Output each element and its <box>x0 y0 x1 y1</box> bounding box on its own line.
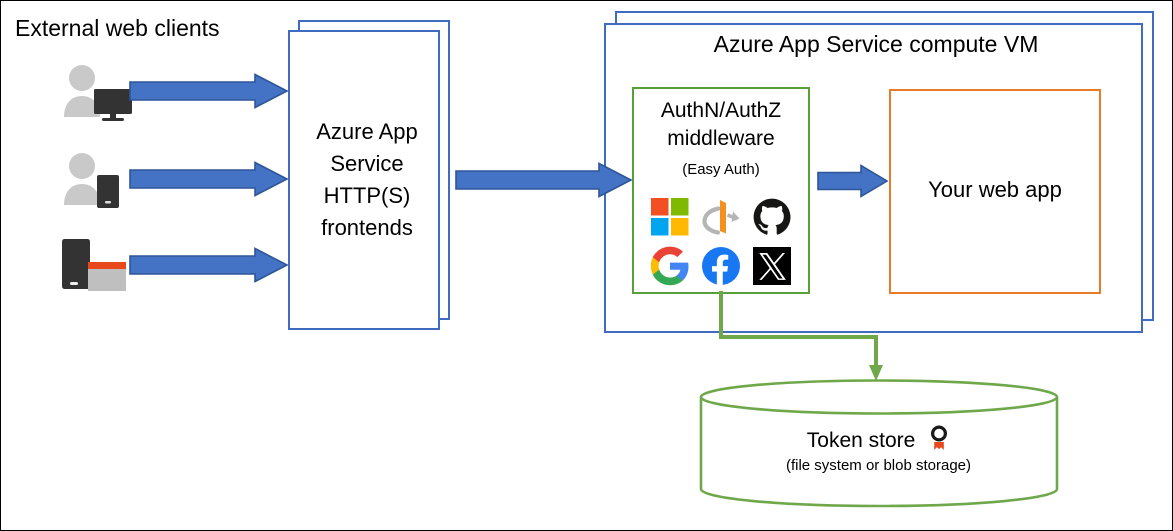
arrow-client-2-to-frontend <box>129 161 289 197</box>
arrow-middleware-to-webapp <box>817 164 889 198</box>
middleware-line-1: AuthN/AuthZ <box>660 99 782 122</box>
compute-vm-title: Azure App Service compute VM <box>713 31 1039 57</box>
token-store-cylinder <box>699 379 1059 508</box>
middleware-label: AuthN/AuthZ middleware <box>634 97 808 153</box>
app-service-frontends-box <box>288 30 440 330</box>
arrow-frontend-to-middleware <box>455 162 633 198</box>
award-badge-icon <box>931 425 948 450</box>
your-web-app-box <box>889 89 1101 294</box>
person-with-monitor-icon <box>64 65 132 121</box>
token-store-title: Token store <box>806 429 916 452</box>
frontend-line-1: Azure App <box>316 119 418 144</box>
middleware-subtitle: (Easy Auth) <box>682 161 760 178</box>
arrow-client-1-to-frontend <box>129 73 289 109</box>
your-web-app-label: Your web app <box>928 177 1062 202</box>
github-icon <box>753 198 791 235</box>
person-with-phone-icon <box>64 153 119 208</box>
facebook-icon <box>701 247 740 286</box>
frontend-line-2: Service <box>330 151 404 176</box>
arrow-client-3-to-frontend <box>129 247 289 283</box>
google-icon <box>651 246 689 286</box>
frontend-line-3: HTTP(S) <box>323 183 411 208</box>
frontend-line-4: frontends <box>321 215 413 240</box>
middleware-line-2: middleware <box>667 127 775 150</box>
app-service-frontends-label: Azure App Service HTTP(S) frontends <box>289 116 445 244</box>
identity-provider-logo-grid <box>645 197 797 286</box>
phone-with-browser-icon <box>62 239 126 291</box>
page-title-external-web-clients: External web clients <box>15 15 220 41</box>
token-store-subtitle: (file system or blob storage) <box>785 457 972 474</box>
openid-connect-icon <box>702 200 740 235</box>
token-store-label: Token store <box>706 425 1051 453</box>
microsoft-icon <box>651 198 689 236</box>
connector-middleware-to-token-store <box>719 291 883 381</box>
x-twitter-icon <box>752 247 791 285</box>
